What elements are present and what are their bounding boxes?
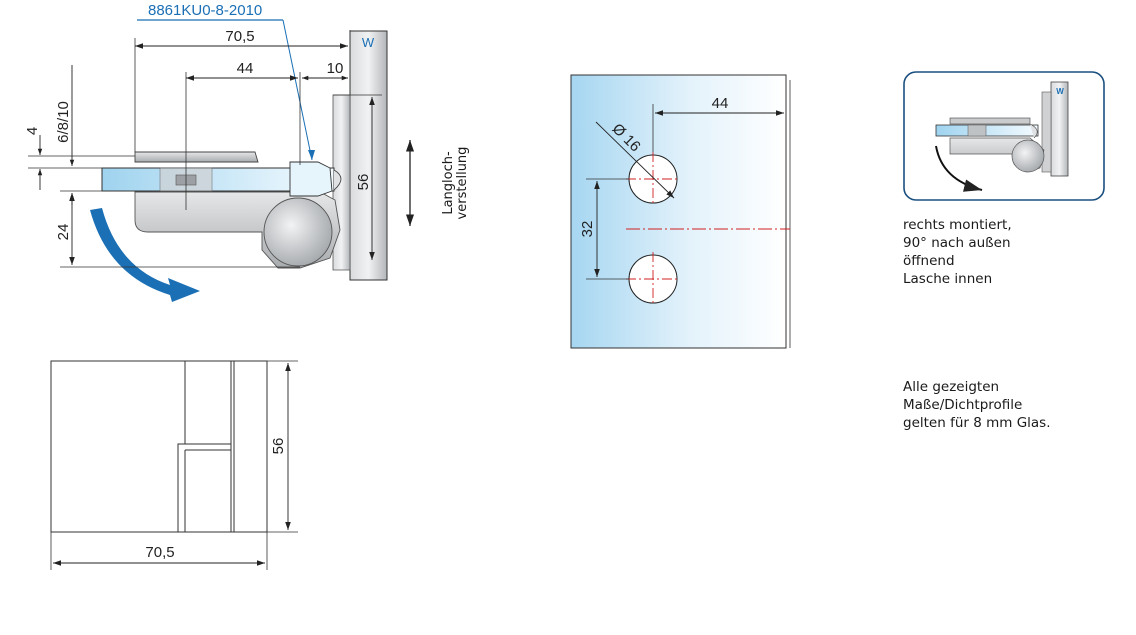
wall-marker: W xyxy=(362,35,375,50)
mini-back-plate xyxy=(1041,91,1052,173)
dim-glass-gap: 4 xyxy=(24,127,41,135)
glass-note-line: Alle gezeigten xyxy=(903,379,1000,395)
dim-height: 56 xyxy=(355,174,372,191)
mini-glass xyxy=(935,124,1039,137)
mini-clamp-cover xyxy=(949,117,1031,125)
mini-seal xyxy=(1029,123,1038,139)
mounting-line: rechts montiert, xyxy=(903,217,1012,233)
dim-edge-distance: 44 xyxy=(712,95,729,112)
dim-body-depth: 24 xyxy=(55,224,72,241)
part-number: 8861KU0-8-2010 xyxy=(148,2,262,19)
mounting-line: öffnend xyxy=(903,253,955,269)
clamp-cover xyxy=(134,151,259,163)
seal-lip xyxy=(333,169,342,191)
dim-hole-to-edge: 44 xyxy=(237,60,254,77)
part-number-leader xyxy=(282,19,313,161)
mini-wall-plate xyxy=(1050,81,1069,177)
wall-plate xyxy=(349,30,388,281)
mounting-line: Lasche innen xyxy=(903,271,993,287)
dim-total-width: 70,5 xyxy=(225,28,254,45)
mini-opening-arrow xyxy=(935,145,983,192)
glass-panel xyxy=(570,74,787,349)
mini-wall-marker: W xyxy=(1056,87,1064,96)
glass-note-line: gelten für 8 mm Glas. xyxy=(903,415,1051,431)
front-view: 56 70,5 xyxy=(50,360,298,570)
mounting-line: 90° nach außen xyxy=(903,235,1011,251)
mini-knuckle xyxy=(1011,139,1045,173)
glass-hole-view: 44 Ø 16 32 xyxy=(570,74,791,349)
glass-note-line: Maße/Dichtprofile xyxy=(903,397,1023,413)
front-dim-width: 70,5 xyxy=(145,544,174,561)
mounting-icon: W xyxy=(903,71,1105,201)
mounting-description: rechts montiert, 90° nach außen öffnend … xyxy=(903,216,1012,288)
dim-hole-spacing: 32 xyxy=(579,221,596,238)
part-number-leader-arrow xyxy=(308,150,315,160)
front-outline xyxy=(50,360,268,533)
seal-profile xyxy=(289,161,333,197)
side-view: 8861KU0-8-2010 W 70,5 44 10 xyxy=(24,2,470,302)
glass-note: Alle gezeigten Maße/Dichtprofile gelten … xyxy=(903,378,1051,432)
slot-label-line2: verstellung xyxy=(455,147,470,220)
slot-label-line1: Langloch- xyxy=(441,151,456,215)
dim-line-diameter xyxy=(595,121,675,199)
opening-direction-arrow xyxy=(90,208,200,302)
dim-glass-range: 6/8/10 xyxy=(55,101,72,143)
hinge-knuckle xyxy=(263,197,333,267)
front-step-inner xyxy=(178,443,231,532)
front-dim-height: 56 xyxy=(270,438,287,455)
dim-offset: 10 xyxy=(327,60,344,77)
mini-clamp-insert xyxy=(967,124,987,137)
